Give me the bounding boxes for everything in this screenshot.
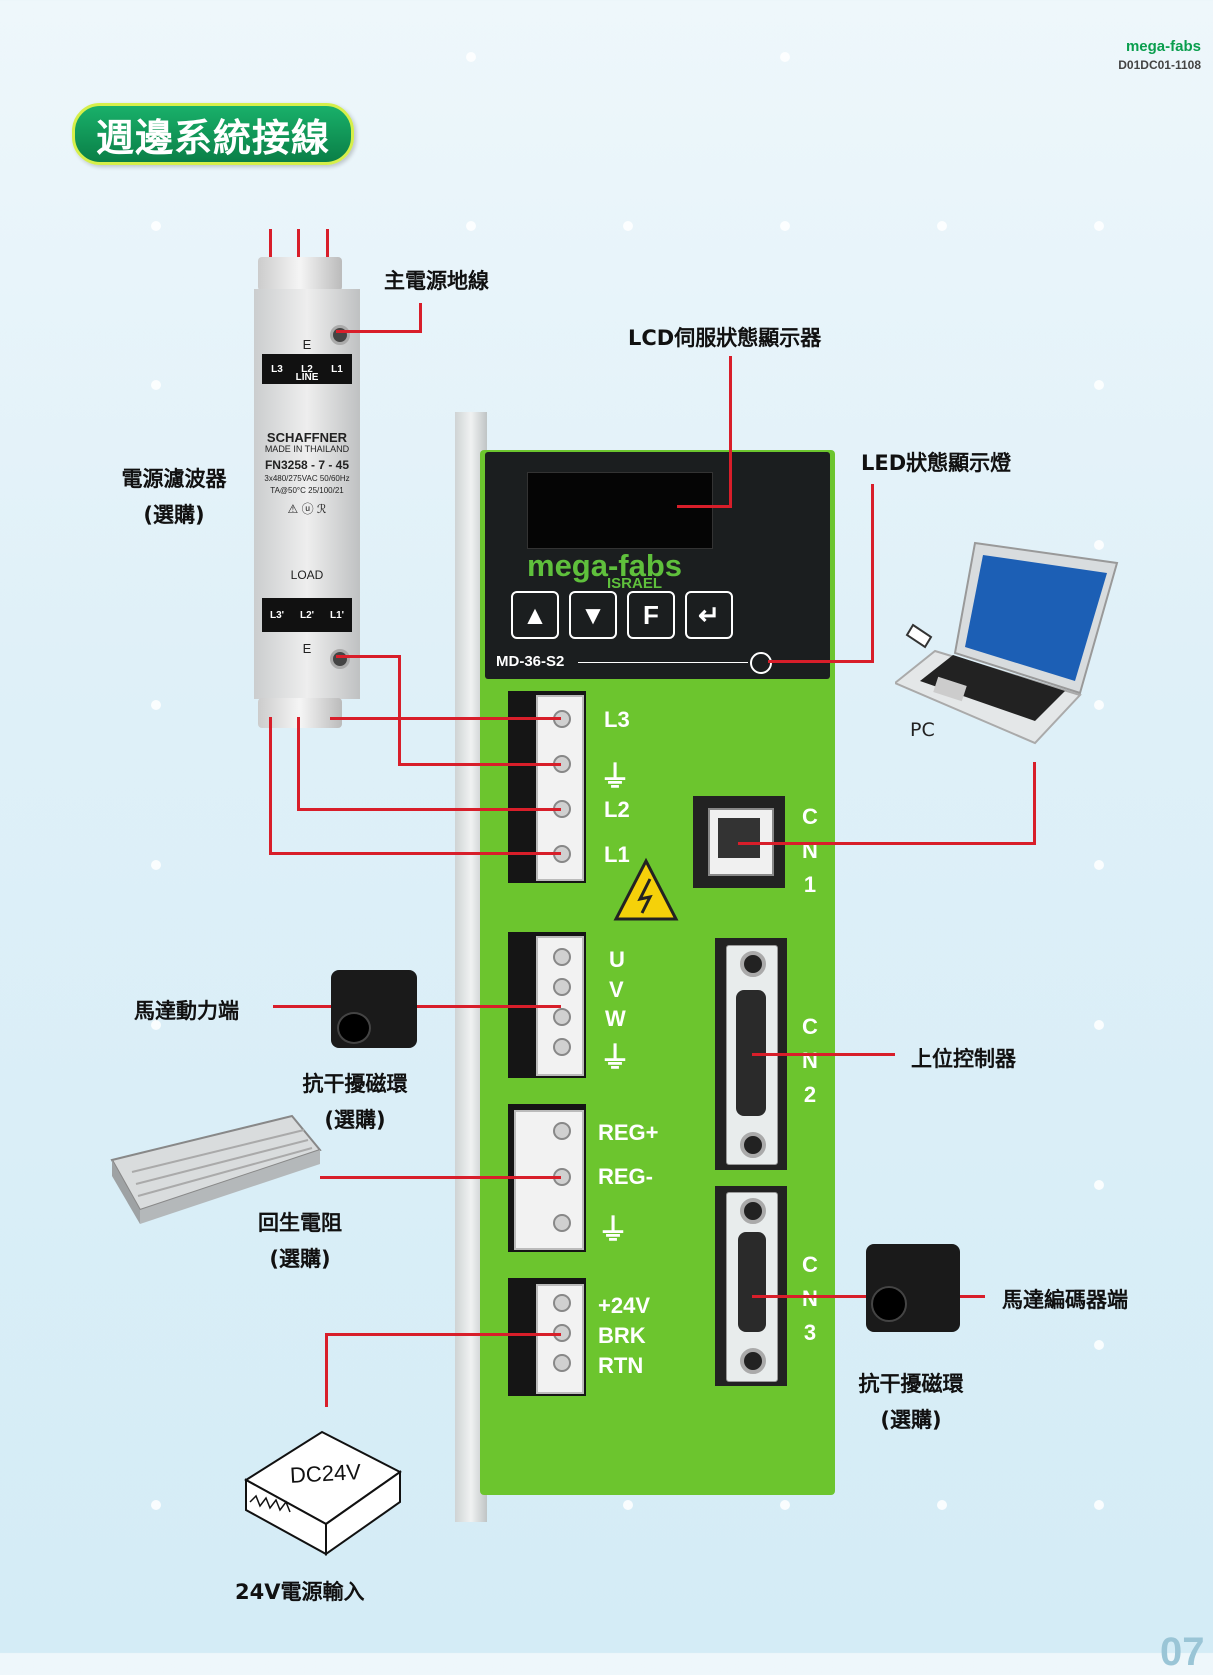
enter-key-button[interactable]: ↵ <box>685 591 733 639</box>
drive-logo: mega-fabs <box>527 548 683 583</box>
filter-load-word-upper: LOAD <box>290 568 324 582</box>
terminal-l1: L1 <box>604 842 630 867</box>
filter-line-l2: L2 <box>301 363 313 375</box>
filter-load-l1: L1' <box>329 609 345 621</box>
lcd-display-label: LCD伺服狀態顯示器 <box>628 326 822 350</box>
terminal-v: V <box>609 977 624 1002</box>
terminal-24v: +24V <box>598 1293 650 1318</box>
regen-resistor-icon <box>110 1114 322 1224</box>
filter-temp: TA@50°C 25/100/21 <box>270 486 344 495</box>
filter-load-l3: L3' <box>269 609 285 621</box>
cn3-label-n: N <box>802 1286 818 1311</box>
laptop-pc-icon <box>895 541 1119 745</box>
filter-label: 電源濾波器 (選購) <box>112 463 236 529</box>
cn1-label-c: C <box>802 804 818 829</box>
ferrite1-label-line2: (選購) <box>324 1108 386 1132</box>
terminal-reg-plus: REG+ <box>598 1120 659 1145</box>
motor-power-label: 馬達動力端 <box>134 999 239 1023</box>
cn2-label-n: N <box>802 1048 818 1073</box>
led-indicator <box>750 652 772 674</box>
ferrite2-label: 抗干擾磁環 (選購) <box>846 1368 976 1434</box>
cn1-label-n: N <box>802 838 818 863</box>
filter-maker: SCHAFFNER <box>266 430 348 445</box>
cn3-label-c: C <box>802 1252 818 1277</box>
motor-ground-icon: ⏚ <box>600 1042 630 1075</box>
filter-load-l2: L2' <box>299 609 315 621</box>
terminal-brk: BRK <box>598 1323 646 1348</box>
filter-line-word: LINE <box>295 372 319 383</box>
function-key-button[interactable]: F <box>627 591 675 639</box>
lcd-screen <box>527 472 713 549</box>
filter-top-marker: E <box>302 337 312 352</box>
ferrite1-label: 抗干擾磁環 (選購) <box>290 1068 420 1134</box>
filter-line-l3: L3 <box>271 363 283 375</box>
filter-label-line1: 電源濾波器 <box>121 467 227 491</box>
terminal-reg-minus: REG- <box>598 1164 653 1189</box>
pc-label: PC <box>910 719 935 741</box>
up-key-button[interactable]: ▲ <box>511 591 559 639</box>
cn3-label-3: 3 <box>803 1320 817 1345</box>
drive-logo-sub: ISRAEL <box>607 575 663 592</box>
led-lamp-label: LED狀態顯示燈 <box>861 451 1012 475</box>
filter-rating: 3x480/275VAC 50/60Hz <box>264 474 350 483</box>
psu-label-text: DC24V <box>289 1459 362 1488</box>
cn3-dsub-port[interactable] <box>738 1232 766 1332</box>
encoder-label: 馬達編碼器端 <box>1002 1288 1128 1312</box>
down-key-button[interactable]: ▼ <box>569 591 617 639</box>
filter-cert-icons: ⚠ ⓤ ℛ <box>287 502 327 516</box>
ground-icon: ⏚ <box>600 761 630 794</box>
regen-ground-icon: ⏚ <box>598 1214 628 1247</box>
terminal-l3: L3 <box>604 707 630 732</box>
brand-name: mega-fabs <box>1125 38 1201 55</box>
page-title: 週邊系統接線 <box>72 103 354 165</box>
high-voltage-warning-icon <box>613 857 679 921</box>
terminal-rtn: RTN <box>598 1353 644 1378</box>
filter-bottom-marker: E <box>302 641 312 656</box>
ferrite1-label-line1: 抗干擾磁環 <box>302 1072 408 1096</box>
filter-load-block: L3' L2' L1' <box>262 598 352 632</box>
upper-controller-label: 上位控制器 <box>911 1047 1016 1071</box>
dc24v-power-supply-icon <box>244 1430 402 1556</box>
ferrite2-label-line2: (選購) <box>880 1408 942 1432</box>
regen-label-line1: 回生電阻 <box>258 1211 342 1235</box>
filter-line-block: L3 L2 L1 <box>262 354 352 384</box>
doc-code: D01DC01-1108 <box>1118 58 1201 72</box>
terminal-u: U <box>609 947 625 972</box>
cn2-label-2: 2 <box>803 1082 817 1107</box>
filter-line-l1: L1 <box>331 363 343 375</box>
cn1-label-1: 1 <box>803 872 817 897</box>
regen-label-line2: (選購) <box>269 1247 331 1271</box>
psu-label: 24V電源輸入 <box>235 1580 365 1604</box>
filter-made-in: MADE IN THAILAND <box>264 444 350 454</box>
header-brand: mega-fabs D01DC01-1108 <box>1118 38 1201 72</box>
filter-label-line2: (選購) <box>143 503 205 527</box>
ferrite2-label-line1: 抗干擾磁環 <box>858 1372 964 1396</box>
main-ground-label: 主電源地線 <box>384 269 489 293</box>
terminal-w: W <box>605 1006 626 1031</box>
regen-label: 回生電阻 (選購) <box>240 1207 360 1273</box>
terminal-l2: L2 <box>604 797 630 822</box>
cn2-label-c: C <box>802 1014 818 1039</box>
filter-model: FN3258 - 7 - 45 <box>264 458 350 472</box>
drive-model: MD-36-S2 <box>496 653 565 670</box>
